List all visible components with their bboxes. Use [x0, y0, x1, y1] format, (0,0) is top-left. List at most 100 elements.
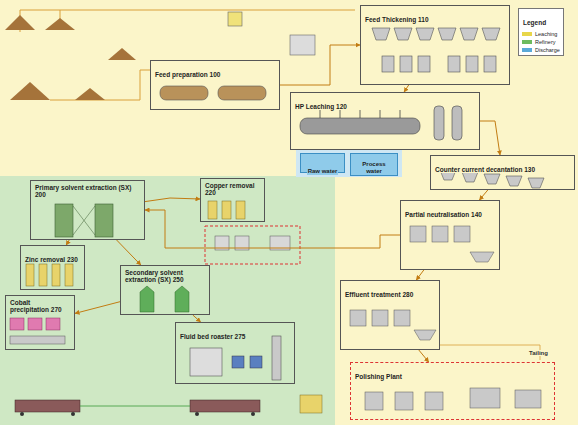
equipment-shape — [400, 110, 401, 118]
section-title: Feed Thickening 110 — [364, 16, 430, 23]
equipment-shape — [470, 252, 494, 262]
equipment-shape — [290, 35, 315, 55]
section-title: Fluid bed roaster 275 — [179, 333, 246, 340]
equipment-shape — [228, 12, 242, 26]
equipment-shape — [466, 56, 478, 72]
water-pond: Raw water — [300, 153, 345, 173]
section-box: Counter current decantation 130 — [430, 155, 575, 190]
equipment-shape — [250, 356, 262, 368]
equipment-shape — [5, 15, 35, 30]
equipment-shape — [15, 400, 80, 412]
equipment-shape — [360, 110, 361, 118]
equipment-shape — [140, 286, 154, 312]
equipment-shape — [365, 392, 383, 410]
section-title: Polishing Plant — [354, 373, 403, 380]
equipment-shape — [195, 412, 199, 416]
equipment-shape — [10, 318, 60, 330]
equipment-shape — [432, 226, 448, 242]
equipment-shape — [350, 226, 541, 410]
legend-text: Leaching — [535, 31, 557, 37]
water-pond: Process water — [350, 153, 398, 176]
section-box: Copper removal 220 — [200, 178, 265, 222]
section-box: Zinc removal 230 — [20, 245, 85, 290]
equipment-shape — [416, 28, 434, 40]
equipment-shape — [50, 70, 150, 100]
equipment-shape — [300, 395, 322, 413]
equipment-shape — [320, 110, 321, 118]
section-title: Cobalt precipitation 270 — [9, 299, 71, 314]
section-box: Partial neutralisation 140 — [400, 200, 500, 270]
flow-line — [145, 210, 400, 248]
section-box: HP Leaching 120 — [290, 92, 480, 150]
equipment-shape — [394, 310, 410, 326]
section-title: Primary solvent extraction (SX) 200 — [34, 184, 141, 199]
legend-row: Discharge — [522, 47, 560, 53]
equipment-shape — [440, 345, 540, 360]
equipment-shape — [0, 176, 335, 425]
flow-line — [416, 270, 424, 280]
section-box: Cobalt precipitation 270 — [5, 295, 75, 350]
equipment-shape — [400, 56, 412, 72]
section-title: Partial neutralisation 140 — [404, 211, 483, 218]
equipment-shape — [20, 412, 255, 416]
equipment-shape — [190, 400, 260, 412]
equipment-shape — [73, 206, 95, 235]
legend-swatch — [522, 48, 532, 52]
equipment-shape — [395, 392, 413, 410]
flow-line — [480, 121, 500, 155]
equipment-shape — [340, 110, 341, 118]
equipment-shape — [484, 174, 500, 184]
equipment-shape — [73, 206, 95, 235]
equipment-shape — [454, 226, 470, 242]
equipment-shape — [320, 110, 400, 118]
equipment-shape — [140, 286, 189, 312]
equipment-shape — [452, 106, 462, 140]
equipment-shape — [425, 392, 443, 410]
equipment-shape — [175, 286, 189, 312]
equipment-shape — [205, 226, 300, 264]
section-title: Copper removal 220 — [204, 182, 261, 197]
section-title: Counter current decantation 130 — [434, 166, 536, 173]
equipment-shape — [15, 400, 260, 412]
flow-line — [145, 198, 200, 202]
equipment-shape — [160, 86, 208, 100]
equipment-shape — [460, 28, 478, 40]
equipment-shape — [414, 330, 436, 340]
equipment-shape — [222, 201, 231, 219]
equipment-shape — [190, 348, 222, 376]
equipment-shape — [372, 28, 390, 40]
section-title: Process water — [354, 161, 394, 175]
equipment-shape — [350, 310, 366, 326]
equipment-shape — [434, 106, 444, 140]
equipment-shape — [71, 412, 75, 416]
equipment-shape — [45, 18, 75, 30]
equipment-shape — [394, 28, 412, 40]
equipment-shape — [65, 264, 73, 286]
equipment-shape — [462, 172, 478, 182]
section-title: Feed preparation 100 — [154, 71, 221, 78]
equipment-shape — [484, 56, 496, 72]
equipment-shape — [372, 310, 388, 326]
equipment-shape — [418, 56, 430, 72]
equipment-shape — [300, 118, 420, 134]
equipment-shape — [28, 318, 42, 330]
section-box: Effluent treatment 280 — [340, 280, 440, 350]
equipment-shape — [380, 110, 381, 118]
flow-line — [117, 240, 141, 265]
equipment-shape — [20, 10, 355, 11]
flow-line — [419, 350, 429, 362]
equipment-shape — [95, 204, 113, 237]
section-box: Fluid bed roaster 275 — [175, 322, 295, 384]
section-box: Feed preparation 100 — [150, 60, 280, 110]
section-title: Zinc removal 230 — [24, 256, 79, 263]
section-box: Secondary solvent extraction (SX) 250 — [120, 265, 210, 315]
equipment-shape — [55, 204, 73, 237]
section-box: Feed Thickening 110 — [360, 5, 510, 85]
section-box: Primary solvent extraction (SX) 200 — [30, 180, 145, 240]
equipment-shape — [218, 86, 266, 100]
stream-label: Tailing — [528, 350, 549, 356]
section-title: Raw water — [307, 168, 339, 175]
flow-line — [193, 315, 201, 322]
flow-line — [280, 45, 360, 85]
equipment-shape — [26, 264, 34, 286]
